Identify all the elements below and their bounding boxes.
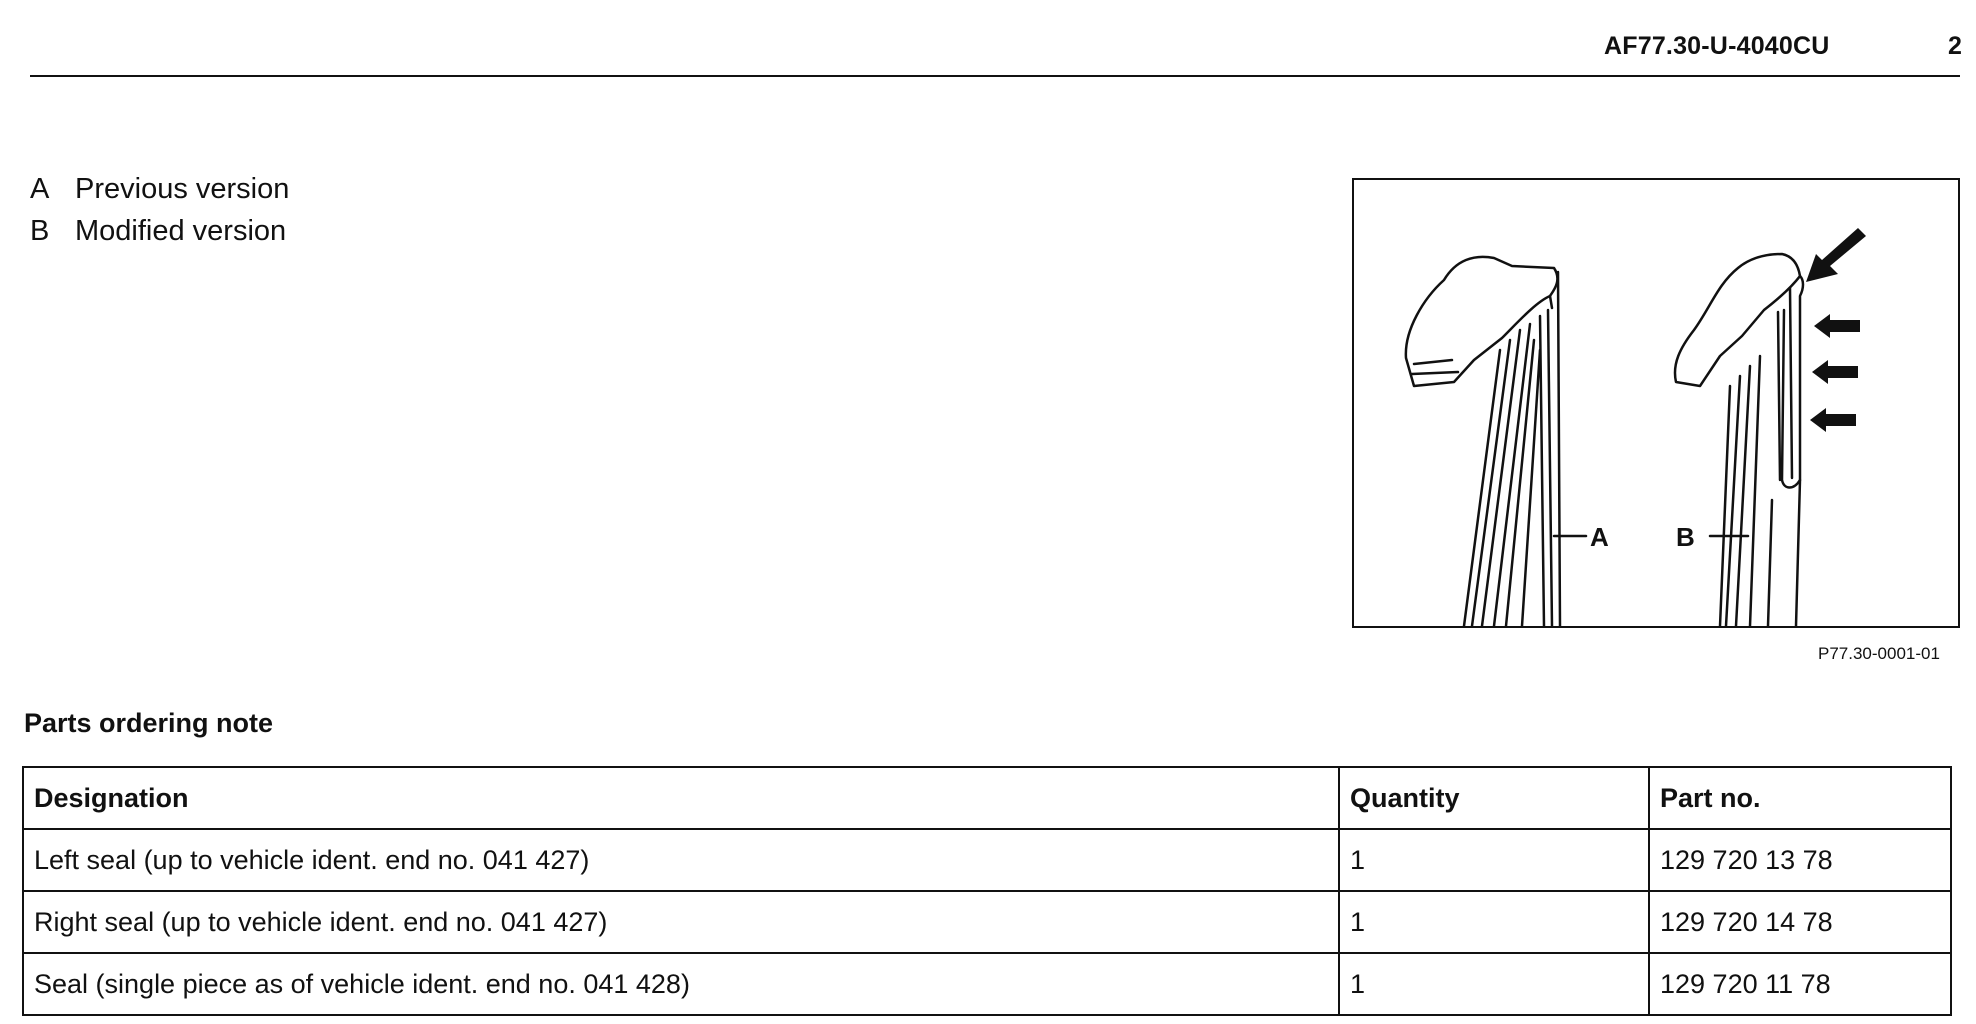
arrow-icon [1806,228,1866,282]
figure-label-b: B [1676,522,1695,552]
legend-key: A [30,172,50,205]
legend-text: Modified version [75,214,287,247]
document-code: AF77.30-U-4040CU [1604,32,1830,60]
figure-reference: P77.30-0001-01 [1818,644,1940,663]
quantity-cell: 1 [1338,828,1650,892]
arrow-icon [1810,408,1856,432]
seal-a-drawing [1404,255,1588,626]
part-number-cell: 129 720 13 78 [1648,828,1952,892]
designation-cell: Left seal (up to vehicle ident. end no. … [22,828,1340,892]
legend-item-b: B Modified version [30,210,289,252]
quantity-cell: 1 [1338,890,1650,954]
arrow-icon [1812,360,1858,384]
arrow-icon [1814,314,1860,338]
legend-key: B [30,214,50,247]
designation-cell: Seal (single piece as of vehicle ident. … [22,952,1340,1016]
quantity-cell: 1 [1338,952,1650,1016]
column-header-part-no: Part no. [1648,766,1952,830]
figure-label-a: A [1590,522,1609,552]
table-row: Seal (single piece as of vehicle ident. … [22,952,1952,1016]
legend-item-a: A Previous version [30,168,289,210]
figure-legend: A Previous version B Modified version [30,168,289,252]
part-number-cell: 129 720 14 78 [1648,890,1952,954]
part-number-cell: 129 720 11 78 [1648,952,1952,1016]
header-rule [30,75,1960,77]
column-header-designation: Designation [22,766,1340,830]
table-row: Left seal (up to vehicle ident. end no. … [22,828,1952,892]
legend-text: Previous version [75,172,290,205]
seal-b-drawing [1673,252,1805,626]
parts-table: Designation Quantity Part no. Left seal … [22,766,1952,1016]
designation-cell: Right seal (up to vehicle ident. end no.… [22,890,1340,954]
column-header-quantity: Quantity [1338,766,1650,830]
table-row: Right seal (up to vehicle ident. end no.… [22,890,1952,954]
table-header-row: Designation Quantity Part no. [22,766,1952,830]
page-number: 2 [1948,32,1962,60]
seal-illustration: A B [1352,178,1960,628]
section-title: Parts ordering note [24,708,274,738]
